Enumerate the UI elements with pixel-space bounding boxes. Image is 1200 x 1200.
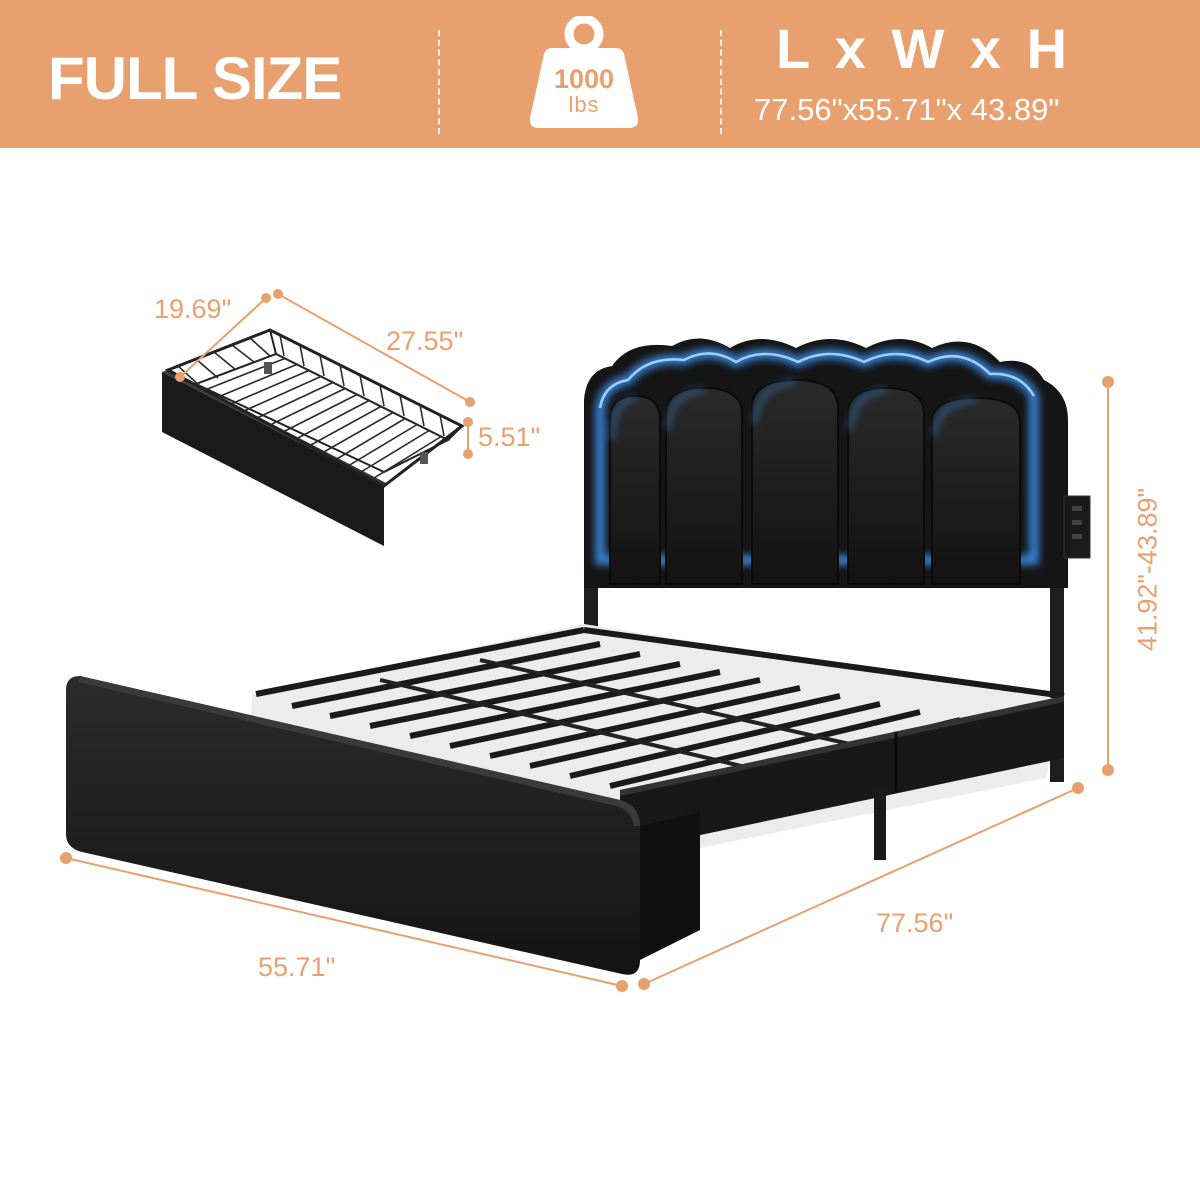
- drawer-width-label: 19.69": [154, 294, 232, 324]
- bed-size-label: FULL SIZE: [48, 45, 342, 112]
- weight-capacity-value: 1000: [553, 64, 615, 94]
- bed-height-label: 41.92"-43.89": [1132, 487, 1163, 652]
- banner-divider: [720, 30, 722, 134]
- dimensions-title: L x W x H: [776, 17, 1073, 80]
- weight-icon: 1000 lbs: [526, 16, 642, 132]
- banner-divider: [438, 30, 440, 134]
- drawer-height-label: 5.51": [478, 422, 541, 452]
- bed-frame: [66, 338, 1091, 975]
- storage-drawer: [162, 328, 465, 546]
- drawer-dimension-lines: [175, 289, 475, 459]
- weight-capacity-unit: lbs: [568, 92, 600, 117]
- header-banner: FULL SIZE 1000 lbs L x W x H 77.56"x55.7…: [0, 0, 1200, 148]
- bed-dimension-lines: [60, 376, 1114, 992]
- drawer-length-label: 27.55": [386, 326, 464, 356]
- bed-width-label: 55.71": [258, 952, 336, 982]
- dimensions-values: 77.56"x55.71"x 43.89": [754, 92, 1060, 127]
- bed-length-label: 77.56": [876, 908, 954, 938]
